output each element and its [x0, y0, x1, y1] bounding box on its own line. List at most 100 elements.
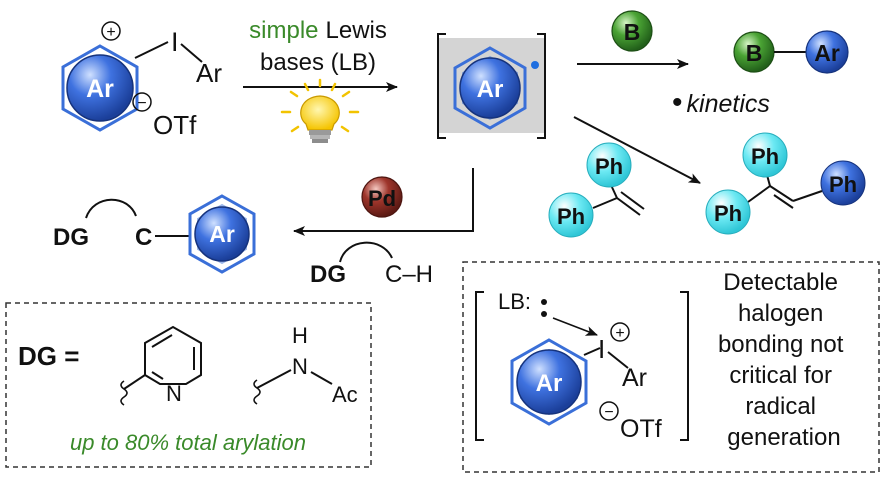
palladium-branch: Pd DG C–H DG C Ar [53, 168, 474, 288]
boron-branch: B B Ar •kinetics [577, 10, 849, 119]
otf-label: OTf [153, 110, 197, 140]
diphenylethylene-reagent: Ph Ph [548, 142, 645, 238]
ph-ball [548, 192, 594, 238]
halogen-note-line: Detectable [723, 269, 838, 296]
product-c: C [135, 224, 152, 251]
ar-text: Ar [622, 364, 647, 392]
ar-ball [194, 206, 250, 262]
minus-charge: − [604, 404, 613, 421]
hexagon-ring [61, 44, 139, 132]
lone-pair-dot [541, 311, 547, 317]
b-label: B [624, 19, 641, 45]
lb-text: LB: [498, 289, 531, 314]
ar-ball [516, 349, 582, 415]
substrate-ch: C–H [385, 261, 433, 288]
pd-ball [361, 176, 403, 218]
lightbulb-icon [280, 78, 360, 143]
squiggle-bond-icon [253, 379, 261, 405]
dg-equals: DG = [18, 341, 79, 371]
hexagon-inner [197, 203, 247, 265]
dg-tether-arc [85, 198, 137, 219]
halogen-panel-border [462, 261, 880, 473]
pyridine-ring [144, 325, 202, 385]
kinetics-bullet: • [672, 86, 683, 119]
b-ball [611, 10, 653, 52]
kinetics-note: •kinetics [672, 86, 770, 119]
hexagon-inner [462, 55, 518, 121]
ph-label: Ph [714, 201, 742, 226]
aryl-radical: Ar [437, 33, 546, 139]
ar-label: Ar [536, 370, 563, 397]
left-bracket [437, 33, 446, 139]
halogen-note: Detectable halogen bonding not critical … [718, 269, 850, 451]
ph-label: Ph [829, 172, 857, 197]
iodine-aryl-bond [180, 43, 203, 63]
reaction-arrow-pd [293, 168, 474, 236]
plus-charge-circle [101, 21, 121, 41]
minus-charge-circle [599, 401, 619, 421]
ph-label: Ph [595, 154, 623, 179]
lb-label: LB: [498, 289, 531, 314]
iodine-label: I [171, 27, 179, 57]
pd-label: Pd [368, 186, 396, 211]
halogen-bonding-panel: LB: Ar I Ar + − OTf Detectable halogen b… [462, 261, 880, 473]
minus-charge-circle [132, 92, 152, 112]
product-dg: DG [53, 224, 89, 251]
yield-note: up to 80% total arylation [70, 430, 306, 455]
ph-ball [586, 142, 632, 188]
kinetics-word: kinetics [687, 90, 770, 118]
iodine-label: I [598, 334, 605, 364]
product-ar-label: Ar [814, 40, 840, 66]
product-ar-ball [805, 30, 849, 74]
triarylethylene-product: Ph Ph Ph [705, 132, 866, 235]
hexagon-ring [188, 194, 256, 274]
left-bracket [475, 291, 484, 441]
ar-label: Ar [209, 221, 235, 247]
alkene-branch: Ph Ph Ph Ph Ph [548, 116, 866, 238]
amide-h: H [292, 323, 308, 348]
halogen-note-line: halogen [738, 300, 823, 327]
arylated-product: DG C Ar [53, 194, 256, 274]
pyridine-n: N [166, 381, 182, 406]
ar-ball [66, 54, 134, 122]
minus-charge: − [137, 95, 146, 112]
ph-ball [742, 132, 788, 178]
halogen-note-line: bonding not [718, 331, 844, 358]
pyridyl-group: N [120, 325, 202, 406]
product-b-label: B [746, 40, 763, 66]
ar-text: Ar [196, 58, 222, 88]
ph-ball-blue [820, 160, 866, 206]
lone-pair-dot [541, 299, 547, 305]
right-bracket [537, 33, 546, 139]
ar-label: Ar [477, 76, 504, 103]
plus-charge: + [615, 325, 624, 342]
diaryliodonium-salt: Ar I Ar + − OTf [61, 21, 222, 140]
amide-n: N [292, 354, 308, 379]
radical-dot-icon [531, 61, 539, 69]
dg-definition-panel: DG = N H N Ac up to 80% total arylation [5, 302, 372, 468]
halogen-note-line: generation [727, 424, 840, 451]
ph-label: Ph [557, 204, 585, 229]
acetamido-group: H N Ac [253, 323, 358, 407]
squiggle-bond-icon [120, 380, 128, 406]
lewis-word: Lewis [326, 17, 387, 44]
plus-charge: + [106, 24, 115, 41]
plus-charge-circle [610, 322, 630, 342]
ph-ball [705, 189, 751, 235]
condition-line-2: bases (LB) [260, 49, 376, 76]
hexagon-ring [453, 46, 527, 130]
reaction-arrow-alkene [573, 116, 701, 184]
halogen-note-line: critical for [729, 362, 832, 389]
right-bracket [680, 291, 689, 441]
halogen-bond-arrow [552, 317, 598, 336]
ph-label: Ph [751, 144, 779, 169]
halogen-note-line: radical [745, 393, 816, 420]
substrate-dg: DG [310, 261, 346, 288]
ar-label: Ar [86, 75, 114, 103]
ar-ball [459, 57, 521, 119]
aryl-iodine-bond [134, 41, 169, 59]
otf-label: OTf [620, 415, 662, 443]
hexagon-ring [510, 338, 588, 426]
